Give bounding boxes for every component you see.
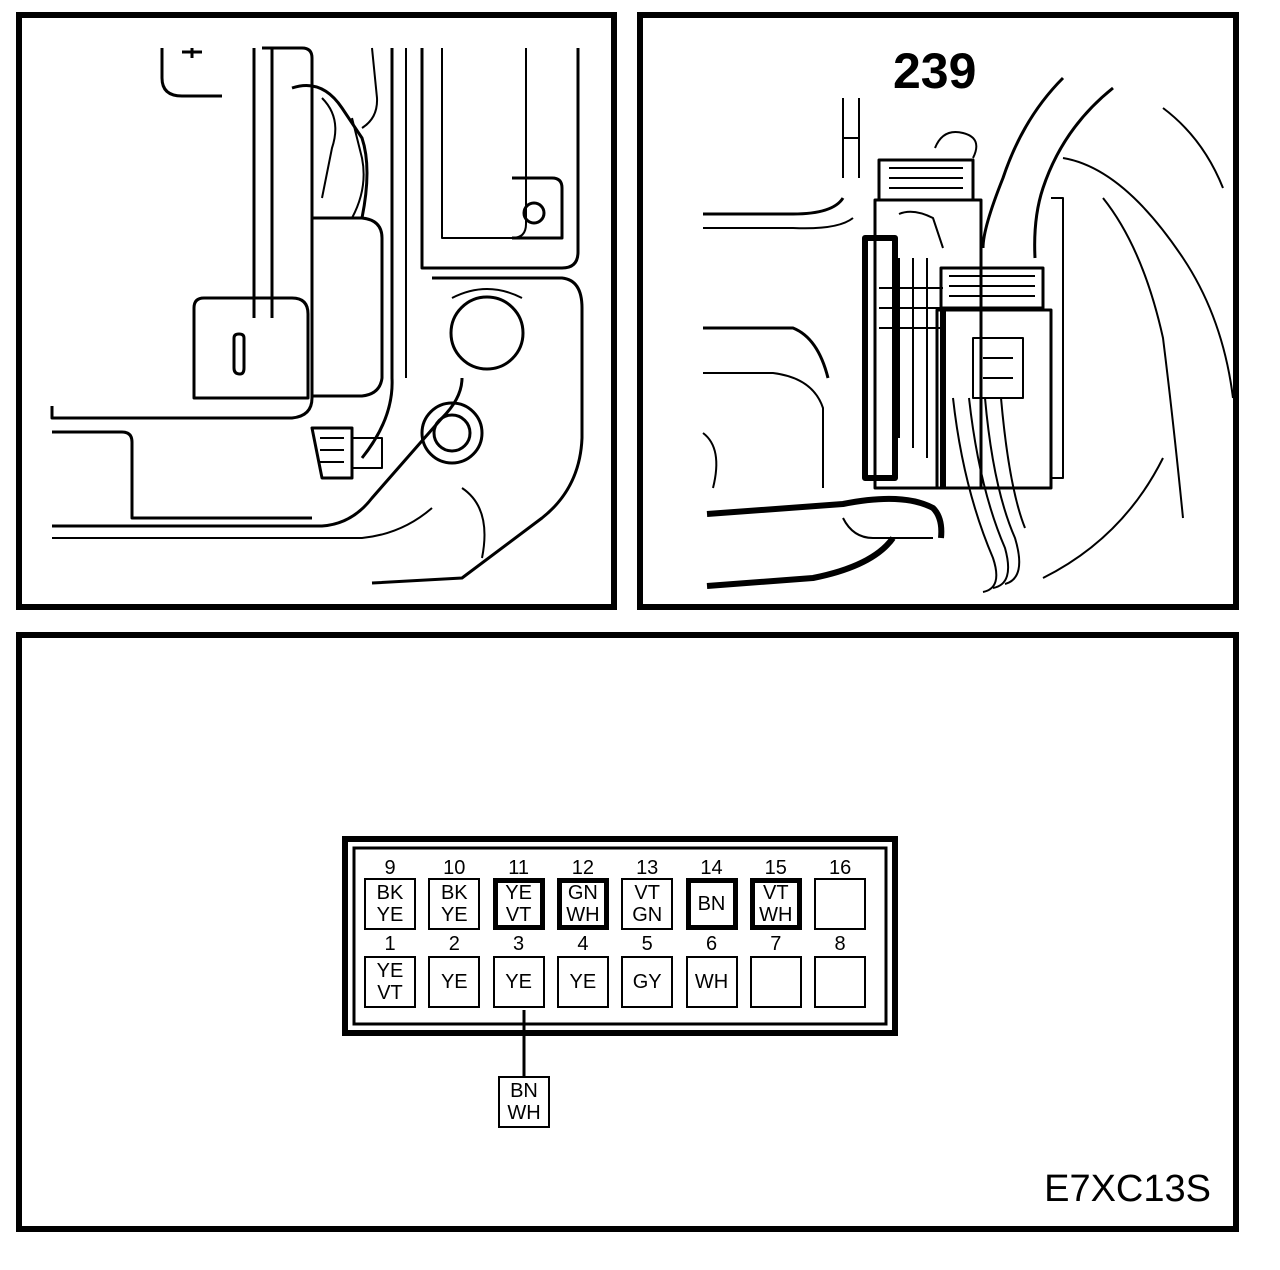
pin-number-4: 4 <box>577 933 589 955</box>
pin-number-14: 14 <box>700 857 723 879</box>
pin-number-13: 13 <box>636 857 659 879</box>
pin-number-1: 1 <box>384 933 396 955</box>
pin-number-7: 7 <box>770 933 782 955</box>
pin-cavity-8 <box>814 956 867 1008</box>
pin-number-2: 2 <box>448 933 460 955</box>
pin-cavity-2: YE <box>428 956 481 1008</box>
pin-cavity-16 <box>814 878 867 930</box>
pin-cavity-12: GN WH <box>556 878 609 930</box>
splice-wire-box: BN WH <box>498 1076 550 1128</box>
connector-housing-outline <box>342 836 898 1036</box>
connector-location-panel: 239 <box>637 12 1239 610</box>
pin-number-6: 6 <box>705 933 718 955</box>
pin-number-12: 12 <box>571 857 595 879</box>
pin-cavity-11: YE VT <box>492 878 545 930</box>
connector-photo-illustration <box>702 76 1233 593</box>
pin-number-9: 9 <box>384 857 396 879</box>
pin-cavity-15: VT WH <box>749 878 802 930</box>
pin-number-15: 15 <box>764 857 787 879</box>
pin-cavity-9: BK YE <box>364 878 416 930</box>
pin-cavity-5: GY <box>621 956 674 1008</box>
engine-bay-illustration <box>50 46 584 585</box>
pin-cavity-4: YE <box>556 956 609 1008</box>
pin-cavity-6: WH <box>685 956 738 1008</box>
pin-number-11: 11 <box>508 857 529 879</box>
pin-number-8: 8 <box>834 933 846 955</box>
pin-cavity-13: VT GN <box>621 878 674 930</box>
pin-cavity-3: YE <box>492 956 545 1008</box>
pin-number-3: 3 <box>513 933 525 955</box>
pin-cavity-14: BN <box>685 878 738 930</box>
pin-cavity-7 <box>749 956 802 1008</box>
location-illustration-panel <box>16 12 617 610</box>
pin-cavity-1: YE VT <box>364 956 416 1008</box>
pin-cavity-10: BK YE <box>428 878 481 930</box>
pin-number-16: 16 <box>828 857 852 879</box>
diagram-code: E7XC13S <box>1044 1168 1211 1210</box>
pin-number-5: 5 <box>641 933 653 955</box>
pin-number-10: 10 <box>443 857 466 879</box>
component-callout-number: 239 <box>893 43 977 99</box>
